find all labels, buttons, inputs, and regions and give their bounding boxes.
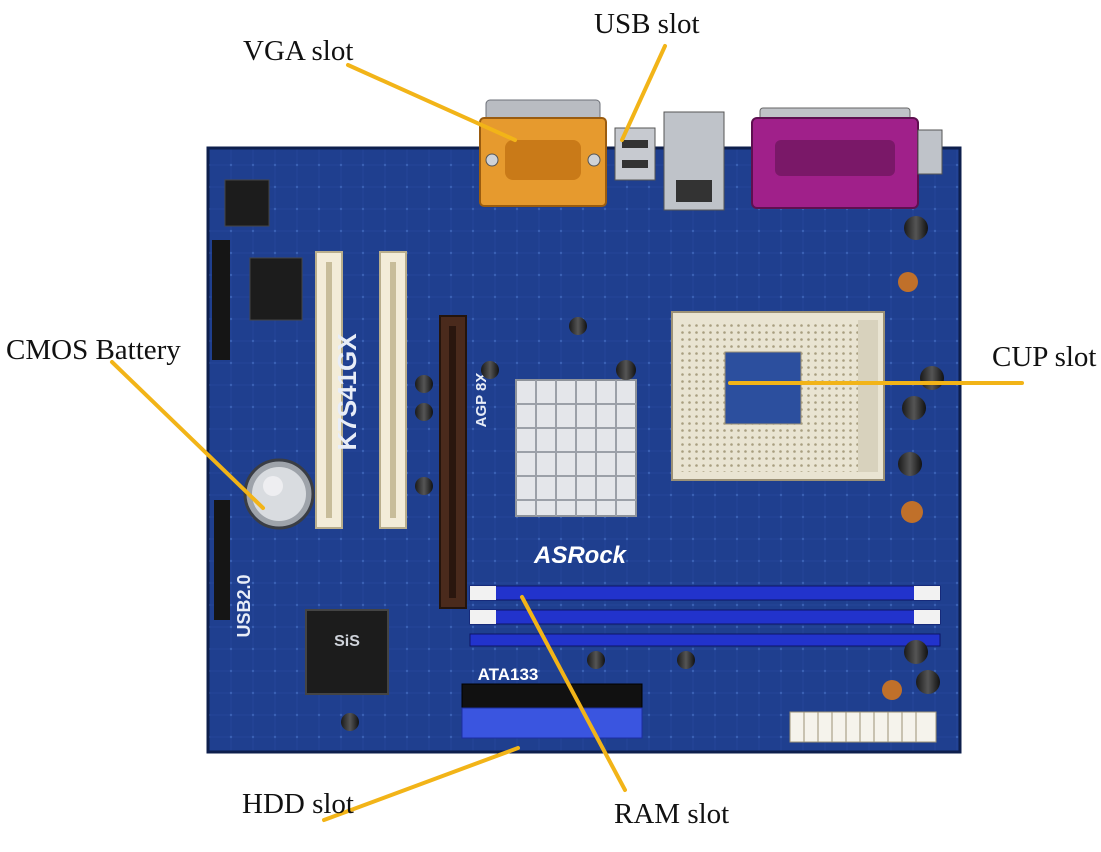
lan-port (663, 111, 725, 211)
leader-line-ram (520, 595, 627, 792)
heatsink (515, 379, 637, 517)
usb2-label: USB2.0 (234, 574, 254, 637)
audio-port (917, 129, 943, 175)
agp-label: AGP 8X (473, 373, 490, 428)
vga-slot-callout: VGA slot (243, 35, 354, 67)
leader-line-usb (620, 44, 667, 142)
ram-slot-callout: RAM slot (614, 798, 730, 830)
ide-header-secondary (214, 500, 230, 620)
parallel-port (751, 107, 919, 209)
vga-port (479, 99, 607, 207)
cmos-battery (243, 458, 315, 530)
brand-logo: ASRock (533, 542, 628, 569)
floppy-header (212, 240, 230, 360)
board-model-label: K7S41GX (332, 333, 362, 451)
cpu-socket (671, 311, 885, 481)
hdd-slot-callout: HDD slot (242, 788, 354, 820)
ide-connector (461, 683, 643, 739)
capacitors (341, 216, 944, 731)
bios-chip (249, 257, 303, 321)
cpu-slot-callout: CUP slot (992, 341, 1097, 373)
agp-slot (439, 315, 467, 609)
leader-line-vga (346, 63, 517, 142)
leader-line-hdd (322, 746, 520, 822)
ram-slot (469, 633, 941, 647)
io-chip (224, 179, 270, 227)
ata-label: ATA133 (478, 665, 539, 684)
cmos-battery-callout: CMOS Battery (6, 334, 181, 366)
leader-lines (110, 44, 1024, 822)
ram-slot (469, 585, 941, 601)
usb-slot-callout: USB slot (594, 8, 700, 40)
chipset-brand: SiS (334, 633, 360, 650)
pci-slot (315, 251, 343, 529)
usb-port (614, 127, 656, 181)
atx-power-connector (789, 711, 937, 743)
southbridge-chip: SiS (305, 609, 389, 695)
ram-slot (469, 609, 941, 625)
leader-line-cmos (110, 360, 265, 510)
pci-slot (379, 251, 407, 529)
